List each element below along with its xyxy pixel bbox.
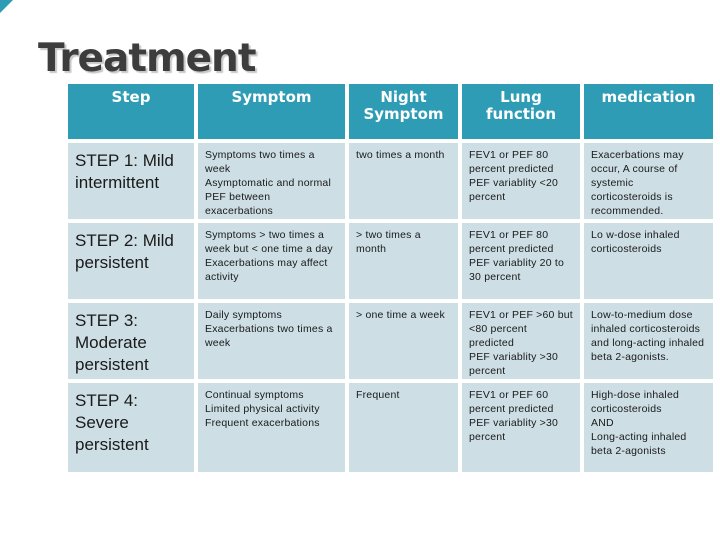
cell-medication-4: High-dose inhaled corticosteroids AND Lo… bbox=[584, 383, 713, 472]
cell-night-symptom-3: > one time a week bbox=[349, 303, 458, 379]
header-lung-function: Lung function bbox=[462, 84, 580, 139]
cell-step-4: STEP 4: Severe persistent bbox=[68, 383, 194, 472]
header-night-symptom: Night Symptom bbox=[349, 84, 458, 139]
cell-step-1: STEP 1: Mild intermittent bbox=[68, 143, 194, 219]
cell-lung-function-2: FEV1 or PEF 80 percent predicted PEF var… bbox=[462, 223, 580, 299]
cell-symptom-4: Continual symptoms Limited physical acti… bbox=[198, 383, 345, 472]
cell-medication-1: Exacerbations may occur, A course of sys… bbox=[584, 143, 713, 219]
cell-step-3: STEP 3: Moderate persistent bbox=[68, 303, 194, 379]
cell-step-2: STEP 2: Mild persistent bbox=[68, 223, 194, 299]
cell-lung-function-3: FEV1 or PEF >60 but <80 percent predicte… bbox=[462, 303, 580, 379]
cell-night-symptom-2: > two times a month bbox=[349, 223, 458, 299]
corner-accent-triangle bbox=[0, 0, 13, 13]
header-step: Step bbox=[68, 84, 194, 139]
cell-medication-3: Low-to-medium dose inhaled corticosteroi… bbox=[584, 303, 713, 379]
cell-night-symptom-1: two times a month bbox=[349, 143, 458, 219]
cell-lung-function-1: FEV1 or PEF 80 percent predicted PEF var… bbox=[462, 143, 580, 219]
header-symptom: Symptom bbox=[198, 84, 345, 139]
cell-lung-function-4: FEV1 or PEF 60 percent predicted PEF var… bbox=[462, 383, 580, 472]
treatment-table: Step Symptom Night Symptom Lung function… bbox=[68, 84, 713, 472]
header-medication: medication bbox=[584, 84, 713, 139]
cell-night-symptom-4: Frequent bbox=[349, 383, 458, 472]
cell-symptom-2: Symptoms > two times a week but < one ti… bbox=[198, 223, 345, 299]
slide-title: Treatment bbox=[38, 36, 256, 81]
cell-symptom-3: Daily symptoms Exacerbations two times a… bbox=[198, 303, 345, 379]
cell-medication-2: Lo w-dose inhaled corticosteroids bbox=[584, 223, 713, 299]
cell-symptom-1: Symptoms two times a week Asymptomatic a… bbox=[198, 143, 345, 219]
